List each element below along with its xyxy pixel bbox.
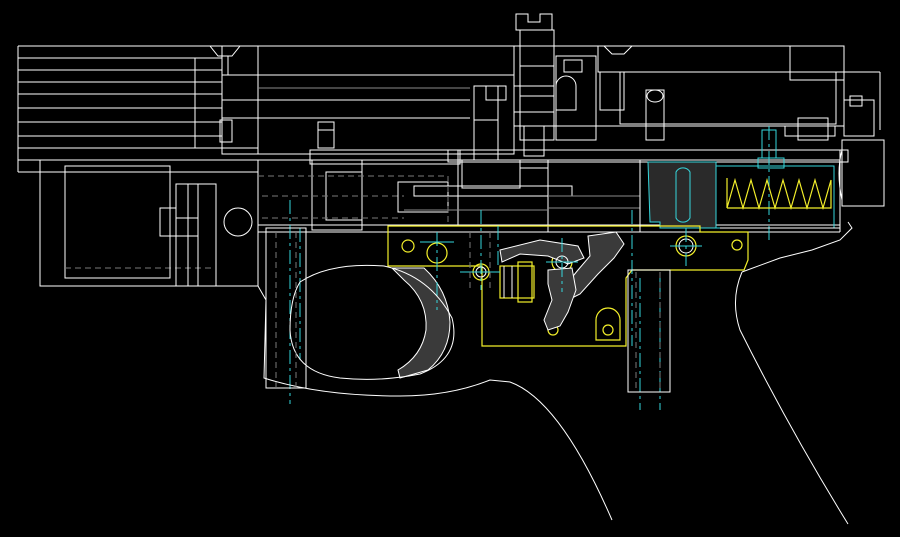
upper-receiver-rear <box>513 45 881 141</box>
upper-receiver-body <box>194 45 515 155</box>
hammer-strut-housing <box>647 126 835 240</box>
lower-receiver-outline <box>257 221 853 525</box>
bolt-internals <box>262 159 573 232</box>
buffer-tube-end <box>838 139 885 207</box>
magazine-housing <box>40 165 258 287</box>
hammer-and-sear <box>499 231 625 331</box>
hidden-detail-lines <box>258 160 840 290</box>
trigger <box>390 267 451 379</box>
recoil-spring <box>726 177 832 211</box>
bolt-carrier-top <box>473 13 597 161</box>
